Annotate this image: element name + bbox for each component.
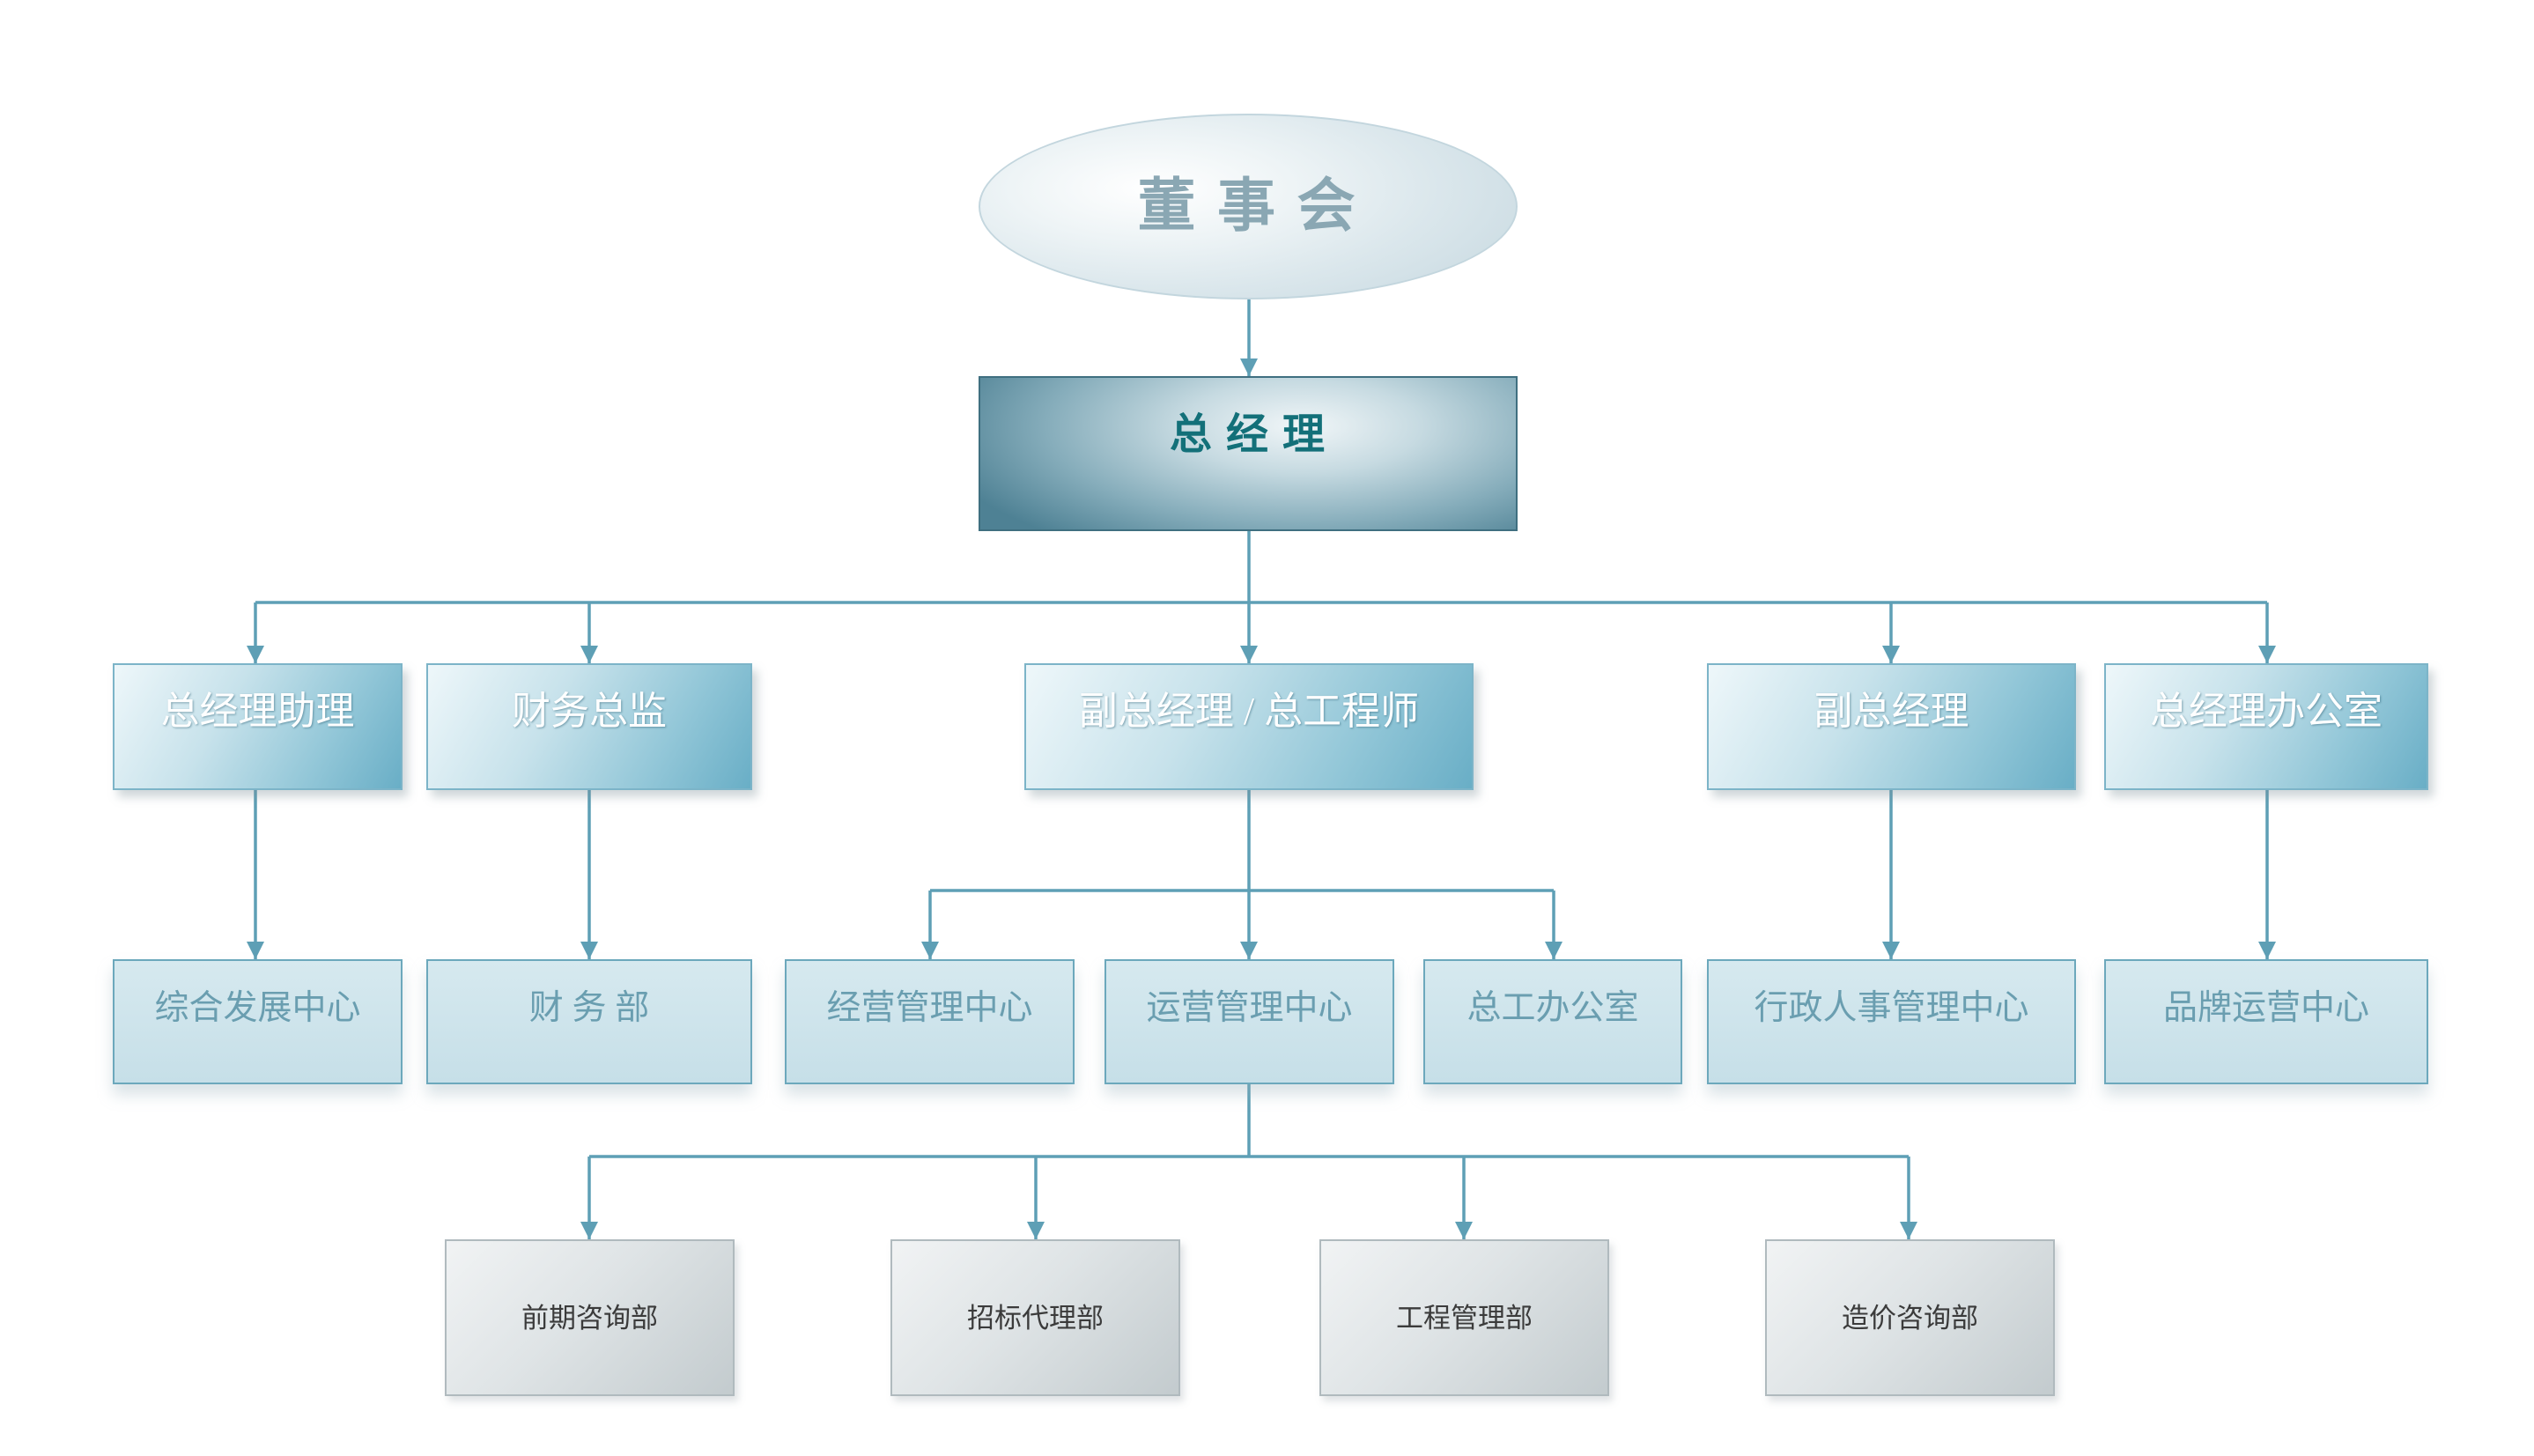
- node-label: 副总经理: [1814, 690, 1969, 733]
- node-deputy-gm-chief-engineer: 副总经理 / 总工程师: [1024, 663, 1474, 790]
- node-label: 副总经理 / 总工程师: [1078, 690, 1420, 733]
- node-label: 综合发展中心: [154, 989, 361, 1027]
- node-bidding-agency-dept: 招标代理部: [890, 1239, 1180, 1396]
- node-gm-office: 总经理办公室: [2104, 663, 2428, 790]
- node-engineering-management-dept: 工程管理部: [1319, 1239, 1609, 1396]
- node-label: 前期咨询部: [521, 1302, 658, 1334]
- node-board: 董 事 会: [979, 114, 1518, 299]
- node-preliminary-consulting-dept: 前期咨询部: [445, 1239, 735, 1396]
- node-gm-assistant: 总经理助理: [113, 663, 403, 790]
- node-chief-engineer-office: 总工办公室: [1423, 959, 1682, 1084]
- node-board-label: 董 事 会: [1137, 174, 1359, 239]
- node-label: 总经理助理: [160, 690, 355, 733]
- node-label: 招标代理部: [967, 1302, 1104, 1334]
- node-business-management-center: 经营管理中心: [785, 959, 1075, 1084]
- node-brand-operations-center: 品牌运营中心: [2104, 959, 2428, 1084]
- node-label: 运营管理中心: [1146, 989, 1353, 1027]
- node-general-manager: 总 经 理: [979, 376, 1518, 531]
- node-general-manager-label: 总 经 理: [1169, 411, 1326, 458]
- node-label: 财务总监: [512, 690, 667, 733]
- node-operations-management-center: 运营管理中心: [1104, 959, 1394, 1084]
- node-label: 行政人事管理中心: [1754, 989, 2029, 1027]
- node-finance-director: 财务总监: [426, 663, 752, 790]
- node-finance-dept: 财 务 部: [426, 959, 752, 1084]
- node-label: 总工办公室: [1466, 989, 1639, 1027]
- node-label: 品牌运营中心: [2162, 989, 2369, 1027]
- node-hr-admin-center: 行政人事管理中心: [1707, 959, 2076, 1084]
- node-development-center: 综合发展中心: [113, 959, 403, 1084]
- node-deputy-gm: 副总经理: [1707, 663, 2076, 790]
- node-label: 造价咨询部: [1842, 1302, 1978, 1334]
- node-label: 总经理办公室: [2150, 690, 2383, 733]
- node-label: 经营管理中心: [826, 989, 1033, 1027]
- node-cost-consulting-dept: 造价咨询部: [1765, 1239, 2055, 1396]
- node-label: 工程管理部: [1396, 1302, 1533, 1334]
- node-label: 财 务 部: [528, 989, 650, 1027]
